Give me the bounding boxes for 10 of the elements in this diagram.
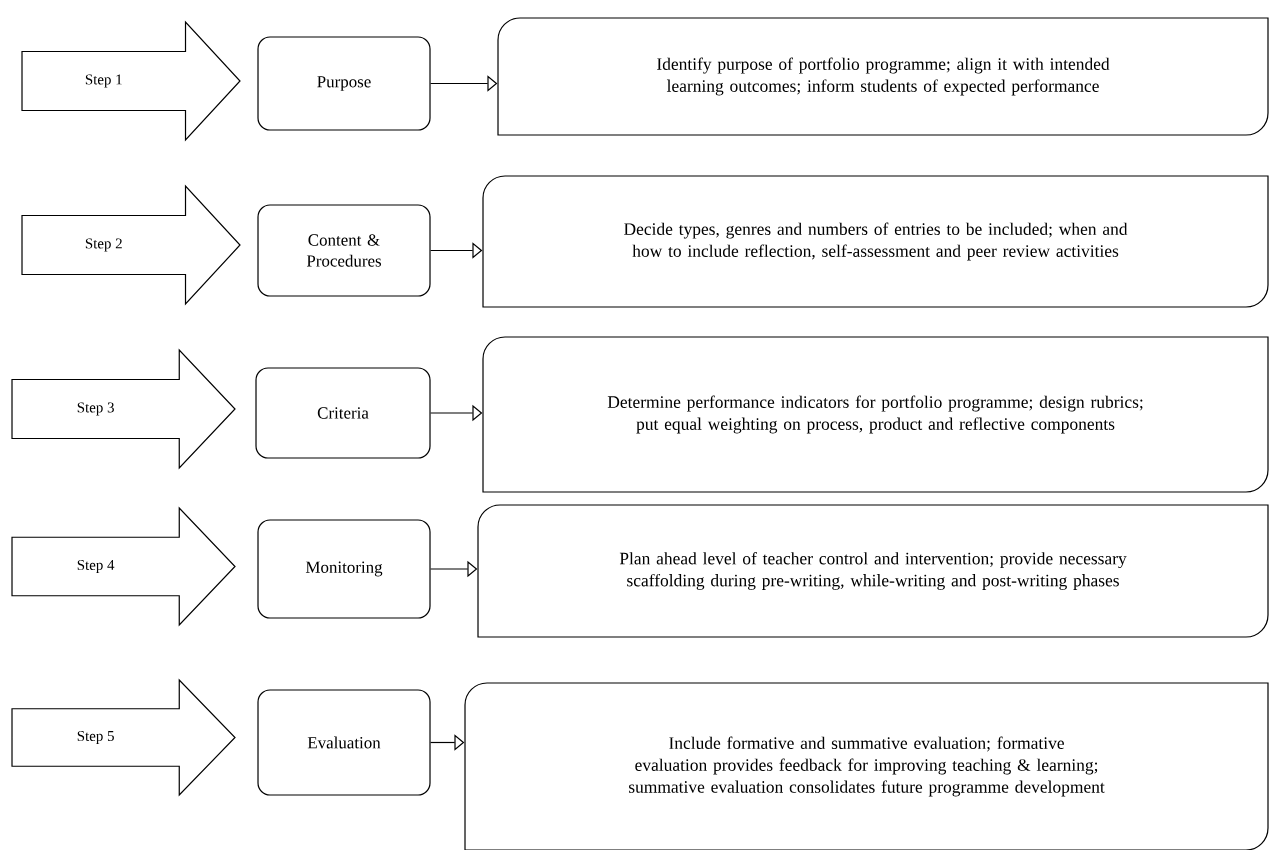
text-box: Include formative and summative evaluation; formative evaluation provides feedback for improving teaching & learning; summative evaluation consolidates future programme development bbox=[464, 682, 1269, 850]
rounded-box: Evaluation bbox=[257, 689, 431, 796]
text-box: Plan ahead level of teacher control and intervention; provide necessary scaffolding during pre-writing, while-writing and post-writing phases bbox=[477, 504, 1269, 638]
rounded-box: Monitoring bbox=[257, 519, 431, 619]
text-box: Identify purpose of portfolio programme; align it with intended learning outcomes; inform students of expected performance bbox=[497, 17, 1269, 136]
rounded-box: Criteria bbox=[255, 367, 431, 459]
text-box: Decide types, genres and numbers of entries to be included; when and how to include reflection, self-assessment and peer review activities bbox=[482, 175, 1269, 308]
text-box: Determine performance indicators for portfolio programme; design rubrics; put equal weighting on process, product and reflective components bbox=[482, 336, 1269, 493]
rounded-box: Purpose bbox=[257, 36, 431, 131]
rounded-box: Content & Procedures bbox=[257, 204, 431, 297]
